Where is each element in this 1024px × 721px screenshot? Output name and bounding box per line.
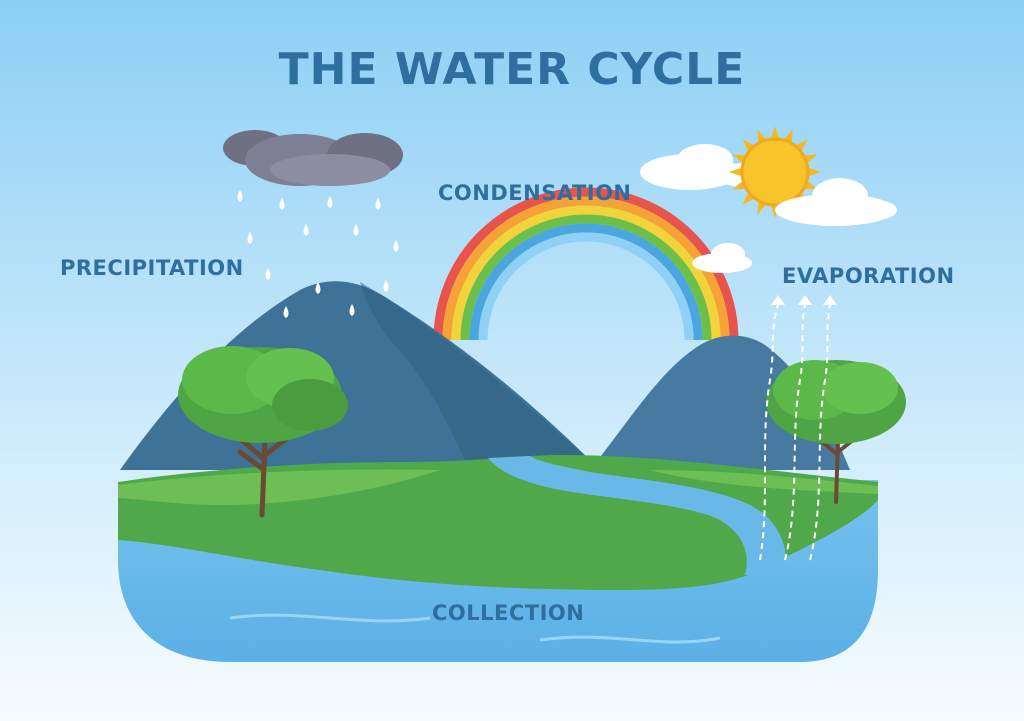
arrow-up-icon [823, 295, 837, 305]
raindrop-icon [327, 196, 333, 208]
evaporation-arrowheads [771, 295, 837, 305]
rainbow-band [460, 214, 712, 341]
label-condensation: CONDENSATION [438, 181, 632, 205]
white-cloud [775, 178, 897, 226]
raindrop-icon [393, 240, 399, 252]
raindrop-icon [265, 268, 271, 280]
sun-ray [757, 129, 766, 143]
label-precipitation: PRECIPITATION [60, 256, 244, 280]
tree-left [178, 346, 348, 518]
sun-ray [804, 154, 818, 163]
raindrop-icon [375, 198, 381, 210]
rainbow-band [469, 223, 703, 341]
rain-cloud [223, 130, 403, 186]
sun-icon [729, 126, 821, 218]
raindrop-icon [349, 304, 355, 316]
rain-drops [237, 190, 399, 318]
raindrop-icon [315, 282, 321, 294]
rainbow-band [451, 205, 721, 341]
raindrop-icon [237, 190, 243, 202]
rainbow-band [478, 232, 694, 341]
grass-highlight [118, 469, 440, 505]
water-ripple [539, 635, 721, 644]
raindrop-icon [279, 198, 285, 210]
rainbow-band [442, 196, 730, 341]
river [488, 456, 787, 575]
page-title: THE WATER CYCLE [278, 44, 746, 95]
mountain-left-shade [360, 282, 600, 470]
raindrop-icon [303, 224, 309, 236]
raindrop-icon [383, 280, 389, 292]
label-collection: COLLECTION [432, 601, 585, 625]
raindrop-icon [247, 232, 253, 244]
sun-ray [770, 126, 780, 139]
raindrop-icon [283, 306, 289, 318]
sun-ray [732, 181, 746, 190]
raindrop-icon [353, 224, 359, 236]
sun-disc [740, 137, 810, 207]
label-evaporation: EVAPORATION [782, 264, 955, 288]
evaporation-arrows [759, 304, 831, 561]
rainbow [433, 187, 739, 341]
arrow-up-icon [771, 295, 785, 305]
arrow-up-icon [798, 295, 812, 305]
sun-ray [808, 167, 821, 177]
tree-right [766, 360, 906, 504]
sun-ray [732, 154, 746, 163]
sun-ray [729, 167, 742, 177]
white-cloud [692, 243, 752, 273]
sun-ray [804, 181, 818, 190]
sun-ray [757, 201, 766, 215]
sun-ray [784, 129, 793, 143]
water-ripple [229, 613, 431, 623]
